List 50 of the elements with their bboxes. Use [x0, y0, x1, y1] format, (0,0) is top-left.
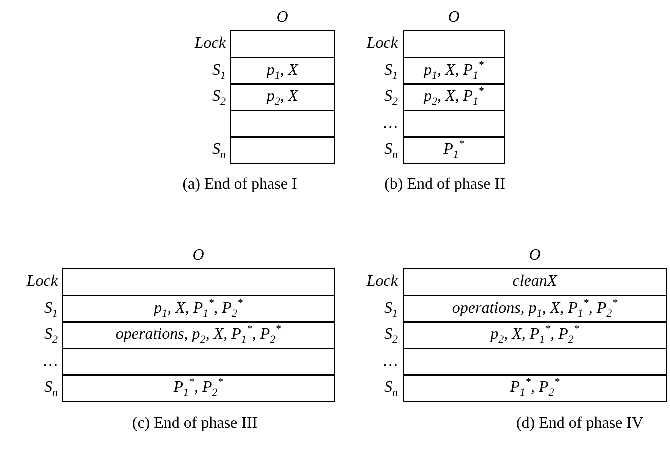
table-cell	[62, 348, 335, 376]
figure-caption: (a) End of phase I	[182, 177, 298, 193]
table-cell	[230, 56, 335, 84]
row-label: Lock	[26, 274, 58, 290]
table-cell	[403, 268, 667, 296]
row-label: S$_{n}$	[384, 380, 398, 396]
row-label: S$_{2}$	[44, 327, 58, 344]
column-header: O	[448, 10, 460, 26]
table-cell	[403, 294, 667, 322]
figure-caption: (b) End of phase II	[384, 177, 506, 193]
column-header: O	[529, 248, 541, 264]
column-header: O	[276, 10, 288, 26]
row-label: S$_{2}$	[212, 89, 226, 106]
row-label: Lock	[366, 274, 398, 290]
row-label: S$_{1}$	[384, 300, 398, 317]
row-label: S$_{1}$	[212, 62, 226, 79]
row-label: S$_{n}$	[384, 142, 398, 158]
table-cell	[403, 110, 505, 138]
row-label: …	[384, 354, 398, 370]
figure-caption: (c) End of phase III	[132, 416, 258, 432]
table-cell	[62, 321, 335, 349]
row-label: S$_{2}$	[384, 89, 398, 106]
table-cell	[230, 30, 335, 58]
row-label: …	[384, 116, 398, 132]
table-cell	[403, 321, 667, 349]
table-cell	[403, 83, 505, 111]
table-cell	[62, 374, 335, 402]
table-cell	[403, 374, 667, 402]
cell-text: cleanX	[512, 274, 558, 290]
cell-text: p$_{1}$, X	[266, 62, 298, 78]
cell-text: p$_{2}$, X	[266, 89, 298, 105]
row-label: Lock	[194, 36, 226, 52]
column-header: O	[192, 248, 204, 264]
table-cell	[230, 83, 335, 111]
table-cell	[230, 136, 335, 164]
table-cell	[62, 294, 335, 322]
row-label: S$_{1}$	[44, 300, 58, 317]
table-cell	[403, 56, 505, 84]
figure-caption: (d) End of phase IV	[516, 416, 644, 432]
row-label: Lock	[366, 36, 398, 52]
row-label: S$_{1}$	[384, 62, 398, 79]
table-cell	[403, 348, 667, 376]
table-cell	[62, 268, 335, 296]
row-label: S$_{n}$	[44, 380, 58, 396]
row-label: S$_{2}$	[384, 327, 398, 344]
table-cell	[230, 110, 335, 138]
row-label: …	[44, 354, 58, 370]
row-label: S$_{n}$	[212, 142, 226, 158]
table-cell	[403, 30, 505, 58]
table-cell	[403, 136, 505, 164]
